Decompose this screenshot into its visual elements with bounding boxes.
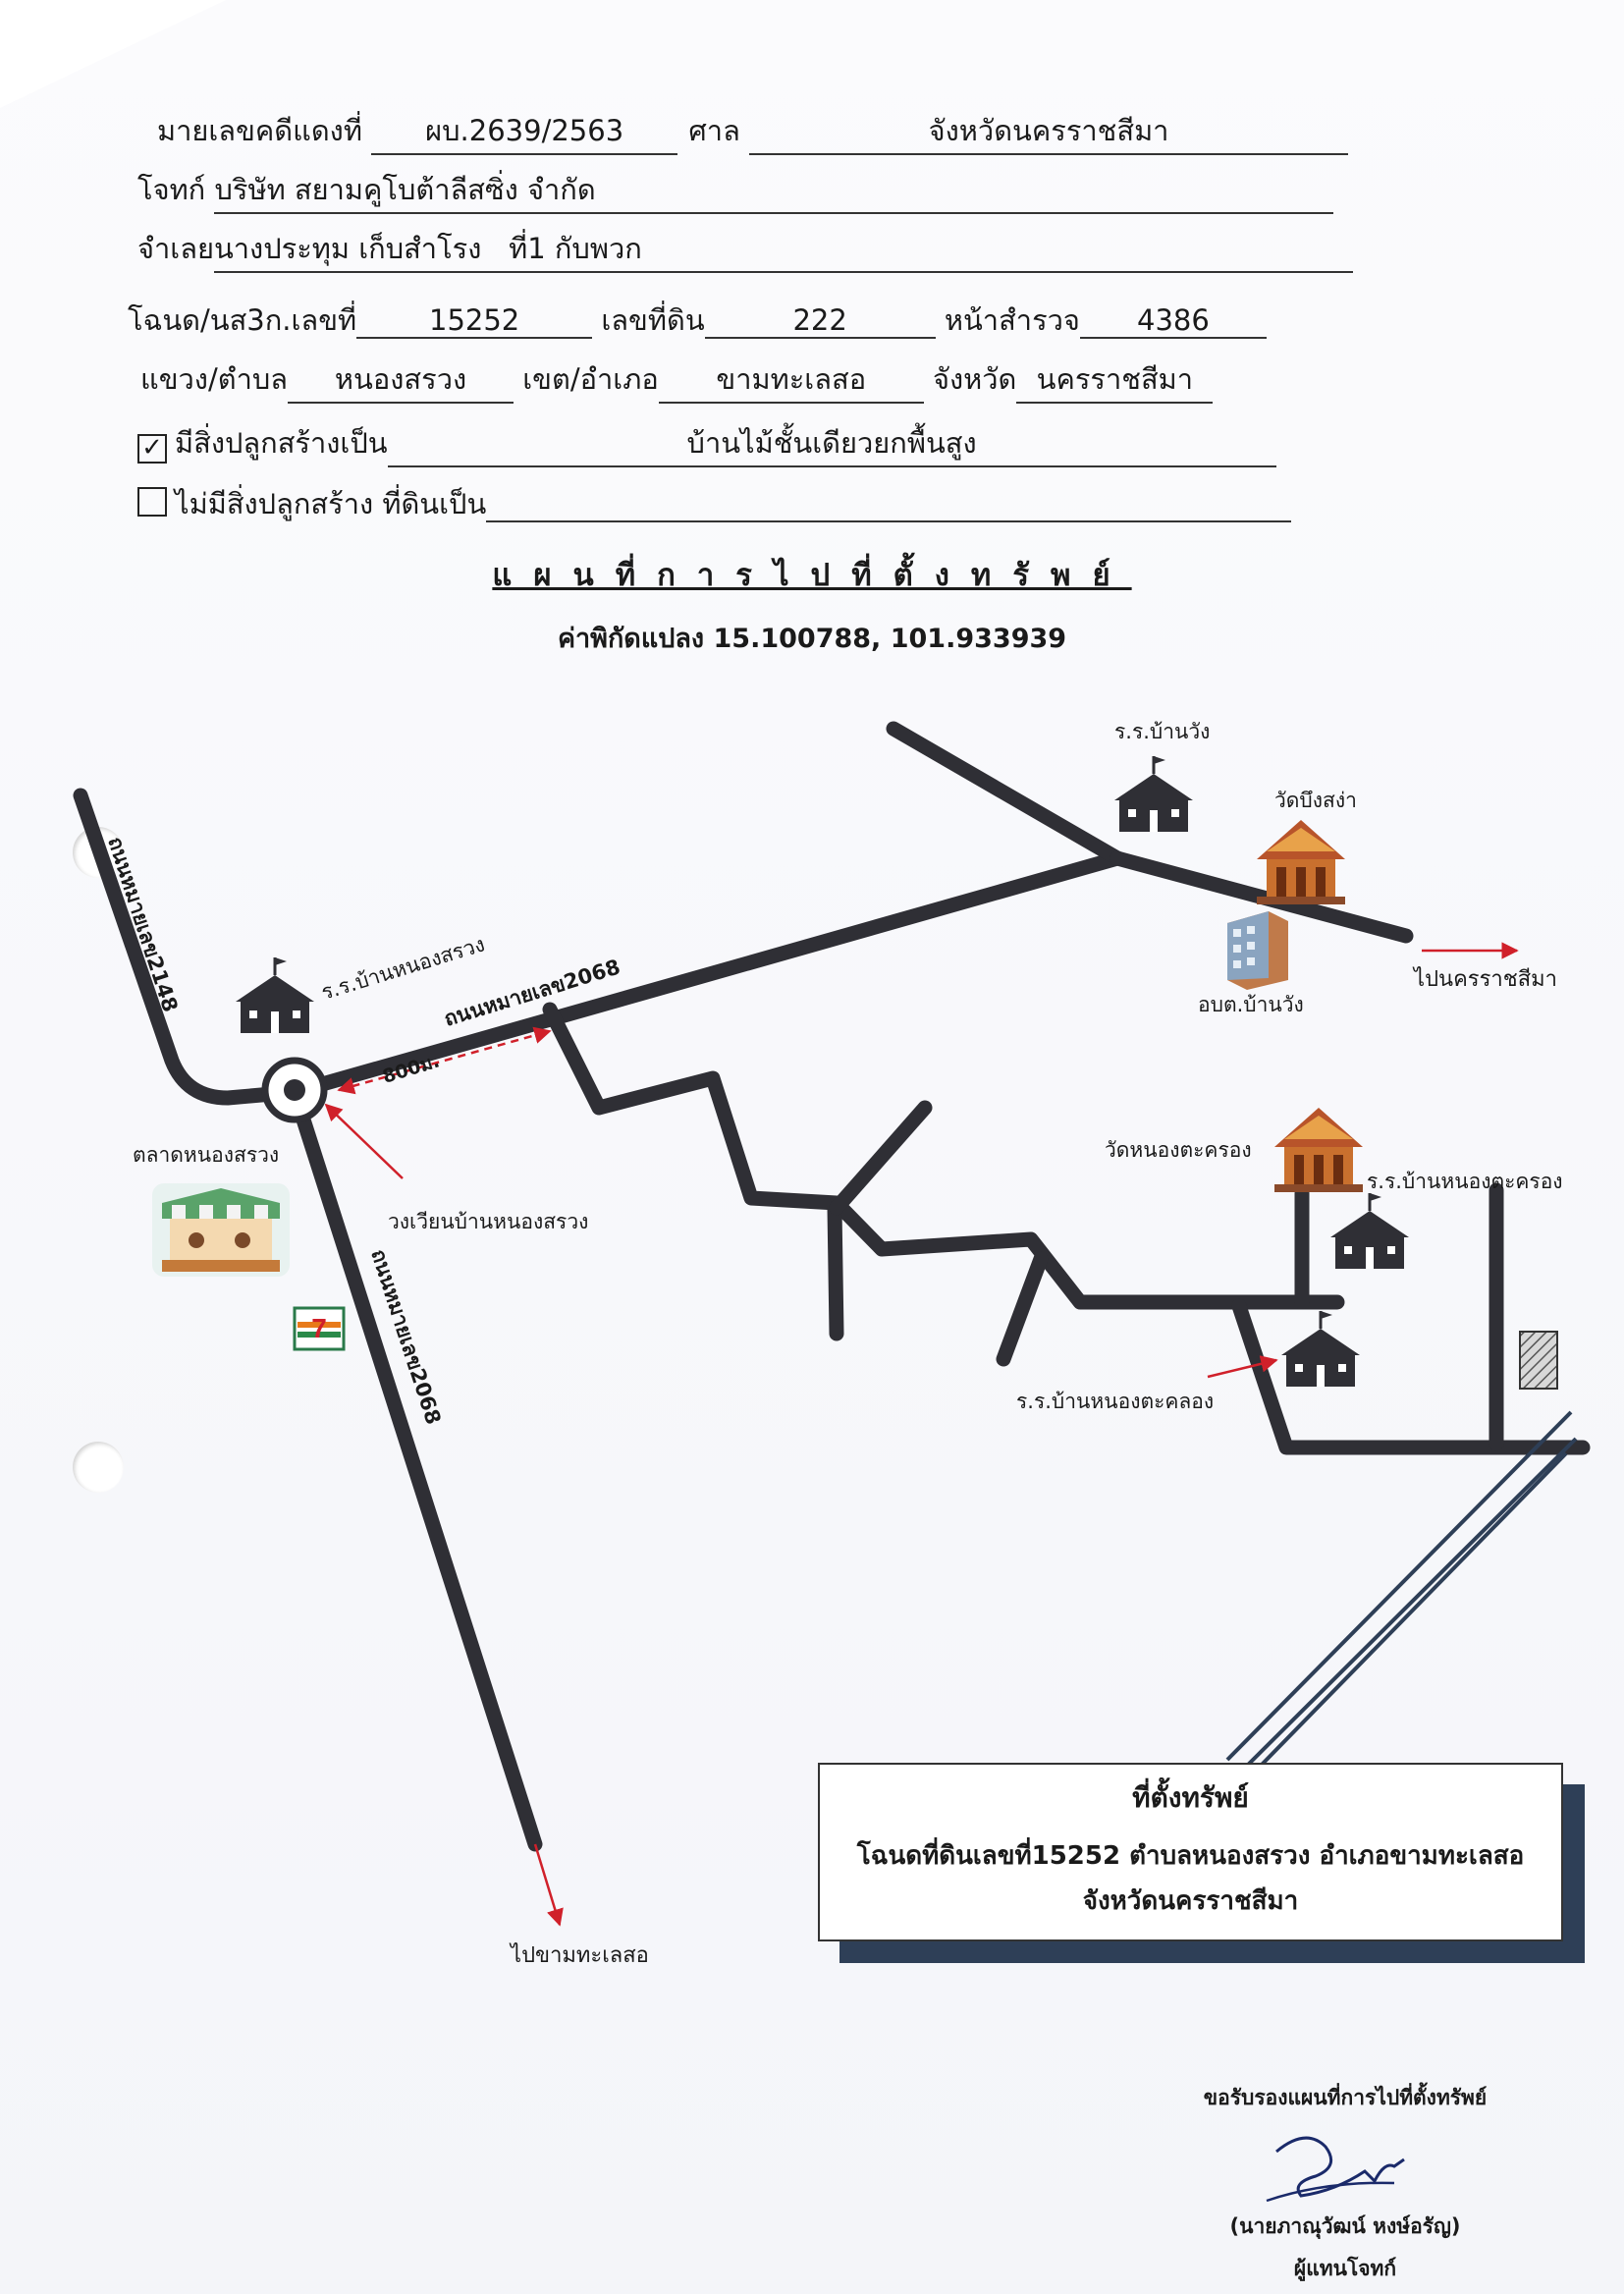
office-building-icon [1227,911,1288,990]
defendant-suffix: ที่1 กับพวก [509,232,642,265]
red-arrows [324,942,1519,1927]
signature-block: ขอรับรองแผนที่การไปที่ตั้งทรัพย์ (นายภาณ… [1178,2082,1512,2285]
to-khamthalaeso-arrow [533,1843,564,1927]
market-icon [152,1183,290,1277]
highway-lines [1225,1410,1578,1770]
district-label: เขต/อำเภอ [522,362,659,396]
survey-label: หน้าสำรวจ [944,303,1080,337]
defendant-row: จำเลยนางประทุม เก็บสำโรง ที่1 กับพวก [137,226,1353,273]
school-icon [1114,756,1193,832]
property-location-line1: โฉนดที่ดินเลขที่15252 ตำบลหนองสรวง อำเภอ… [856,1841,1525,1871]
label-temple-bueng: วัดบึงสง่า [1274,789,1357,812]
district: ขามทะเลสอ [658,356,924,404]
plaintiff-row: โจทก์ บริษัท สยามคูโบต้าลีสซิ่ง จำกัด [137,167,1334,214]
punch-hole [73,1442,124,1493]
road-north-branch [886,721,1125,866]
case-row: มายเลขคดีแดงที่ ผบ.2639/2563 ศาล จังหวัด… [157,108,1349,155]
has-building-checkbox[interactable]: ✓ [137,434,167,464]
property-location-title: ที่ตั้งทรัพย์ [1132,1781,1249,1814]
local-road-spur [827,1200,844,1341]
temple-icon [1274,1108,1363,1192]
label-to-khamthalaeso: ไปขามทะเลสอ [509,1942,649,1968]
label-market: ตลาดหนองสรวง [133,1143,279,1167]
handwritten-signature [1266,2136,1405,2203]
map-coordinates: ค่าพิกัดแปลง 15.100788, 101.933939 [557,624,1067,654]
case-number: ผบ.2639/2563 [371,108,678,155]
school-icon [1330,1193,1409,1269]
roundabout-pointer [324,1103,404,1179]
label-to-korat: ไปนครราชสีมา [1412,966,1557,992]
certify-text: ขอรับรองแผนที่การไปที่ตั้งทรัพย์ [1203,2086,1488,2109]
map-title: แผนที่การไปที่ตั้งทรัพย์ [492,558,1132,593]
province-label: จังหวัด [932,362,1017,396]
label-school-nongtakrong: ร.ร.บ้านหนองตะครอง [1367,1170,1563,1193]
case-label: มายเลขคดีแดงที่ [157,114,362,147]
property-location-box: ที่ตั้งทรัพย์ โฉนดที่ดินเลขที่15252 ตำบล… [818,1763,1563,1941]
land-label: เลขที่ดิน [601,303,705,337]
label-school-banwang: ร.ร.บ้านวัง [1114,720,1210,743]
subdistrict-label: แขวง/ตำบล [140,362,289,396]
province: นครราชสีมา [1016,356,1214,404]
label-roundabout: วงเวียนบ้านหนองสรวง [388,1210,588,1233]
folded-corner [0,0,226,108]
location-row: แขวง/ตำบลหนองสรวง เขต/อำเภอขามทะเลสอ จัง… [140,356,1214,404]
label-temple-nongtakrong: วัดหนองตะครอง [1105,1138,1252,1162]
label-obt: อบต.บ้านวัง [1198,993,1304,1016]
no-building-checkbox[interactable] [137,487,167,517]
local-road-south [1231,1298,1591,1455]
temple-icon [1257,820,1345,904]
no-building-row: ไม่มีสิ่งปลูกสร้าง ที่ดินเป็น [137,481,1292,526]
school-pointer [1207,1355,1278,1379]
property-location-text: โฉนดที่ดินเลขที่15252 ตำบลหนองสรวง อำเภอ… [820,1833,1561,1924]
road-2068-south [287,1084,543,1852]
no-building-value [486,487,1292,522]
court-name: จังหวัดนครราชสีมา [749,108,1349,155]
defendant-label: จำเลย [137,232,214,265]
school-icon [236,957,314,1033]
subdistrict: หนองสรวง [288,356,514,404]
local-road-spur [996,1251,1049,1367]
signer-name: (นายภาณุวัฒน์ หงษ์อรัญ) [1229,2214,1461,2238]
has-building-value: บ้านไม้ชั้นเดียวยกพื้นสูง [387,420,1276,467]
no-building-label: ไม่มีสิ่งปลูกสร้าง ที่ดินเป็น [175,487,487,520]
label-school-nongsuang: ร.ร.บ้านหนองสรวง [318,932,487,1004]
seven-eleven-icon: 7 [293,1306,346,1351]
deed-number: 15252 [356,303,593,339]
local-road-spur [829,1100,933,1216]
has-building-label: มีสิ่งปลูกสร้างเป็น [175,426,388,460]
seven-eleven-logo: 7 [311,1313,327,1343]
court-label: ศาล [688,114,740,147]
plaintiff-label: โจทก์ [137,173,206,206]
school-icon [1281,1311,1360,1387]
distance-arrow [337,1026,552,1095]
property-location-line2: จังหวัดนครราชสีมา [1082,1886,1299,1916]
land-number: 222 [704,303,936,339]
has-building-row: ✓ มีสิ่งปลูกสร้างเป็นบ้านไม้ชั้นเดียวยกพื… [137,420,1276,467]
deed-label: โฉนด/นส3ก.เลขที่ [128,303,357,337]
road-network [73,721,1591,1852]
roundabout-icon [261,1057,328,1123]
signer-role: ผู้แทนโจทก์ [1293,2257,1397,2280]
road-2148 [73,788,302,1106]
plaintiff-name: บริษัท สยามคูโบต้าลีสซิ่ง จำกัด [214,167,1334,214]
label-school-nongtaklong: ร.ร.บ้านหนองตะคลอง [1016,1390,1214,1413]
property-marker [1519,1331,1558,1390]
survey-number: 4386 [1079,303,1267,339]
defendant-field: นางประทุม เก็บสำโรง ที่1 กับพวก [213,226,1353,273]
defendant-name: นางประทุม เก็บสำโรง [213,232,482,265]
